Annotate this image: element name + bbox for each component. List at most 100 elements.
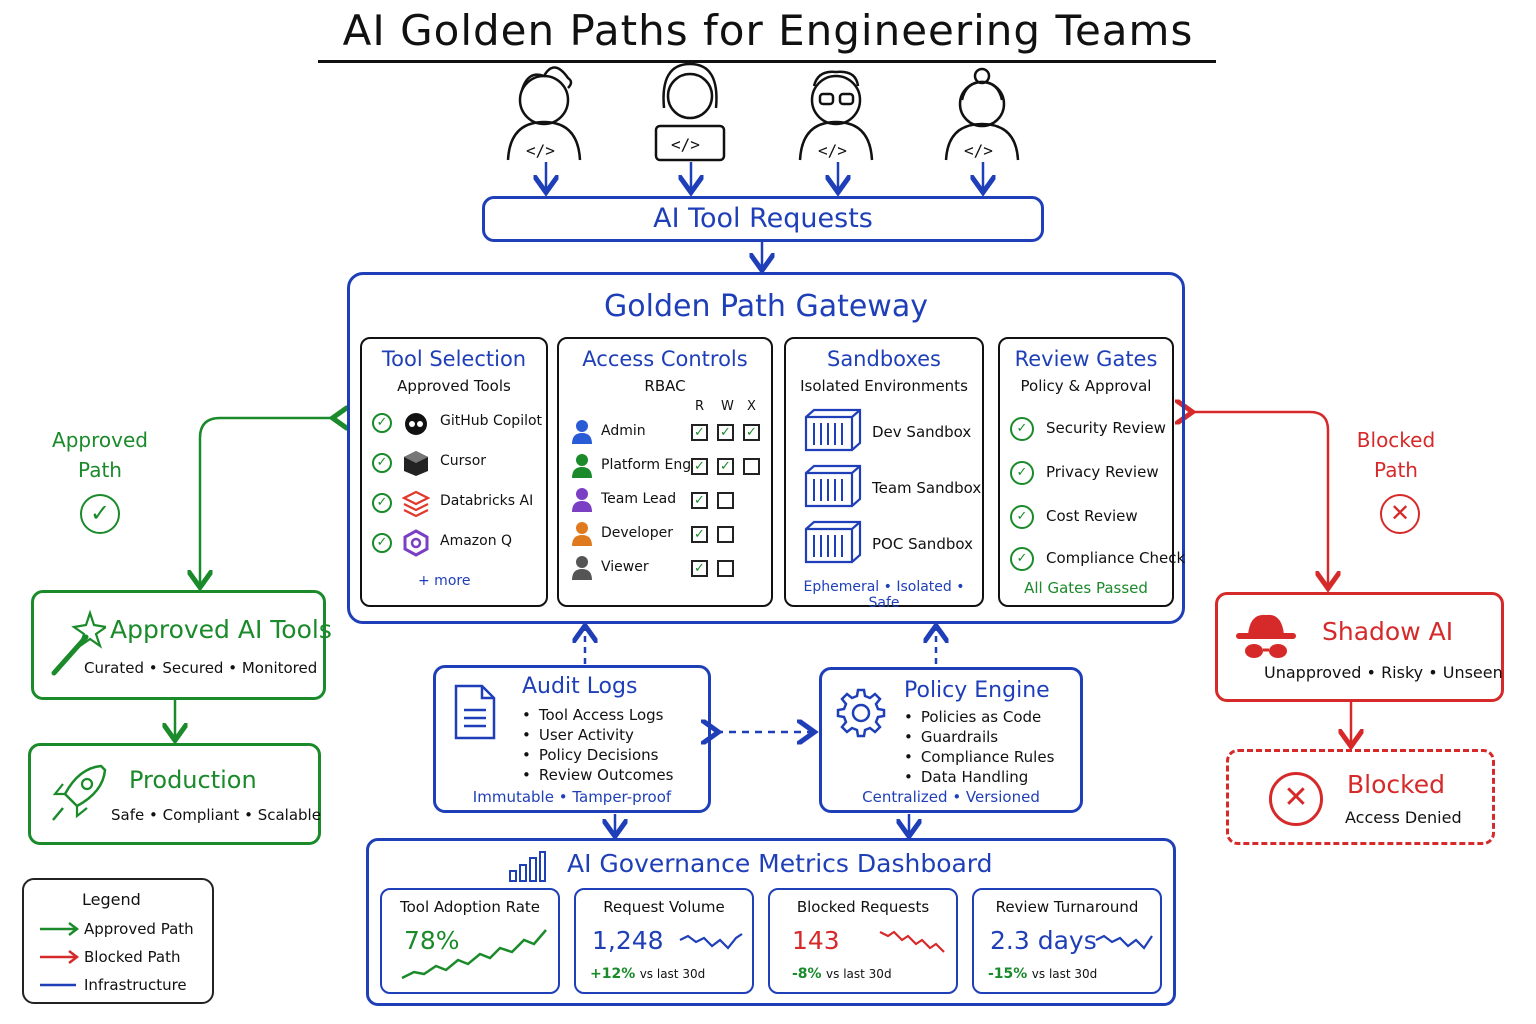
dashboard-title: AI Governance Metrics Dashboard xyxy=(567,849,993,878)
permission-checkbox[interactable]: ✓ xyxy=(743,424,760,441)
container-icon xyxy=(804,520,862,564)
person-icon xyxy=(572,556,592,580)
sandboxes-subtitle: Isolated Environments xyxy=(800,377,968,395)
metric-delta-value: +12% xyxy=(590,966,636,982)
review-gate-item[interactable]: Privacy Review xyxy=(1046,463,1159,481)
check-icon: ✓ xyxy=(1010,417,1034,441)
tool-item[interactable]: Amazon Q xyxy=(440,533,513,549)
sandbox-item[interactable]: Team Sandbox xyxy=(872,479,982,497)
permission-checkbox[interactable]: ✓ xyxy=(717,458,734,475)
github-copilot-icon xyxy=(405,413,427,435)
legend-blocked-arrow xyxy=(40,950,80,964)
blocked-path-label-1: Blocked xyxy=(1356,428,1436,452)
sandboxes-footer: Ephemeral • Isolated • Safe xyxy=(803,579,965,611)
review-gates-subtitle: Policy & Approval xyxy=(1020,377,1152,395)
permission-checkbox[interactable]: ✓ xyxy=(691,492,708,509)
metric-card-review-turnaround[interactable]: Review Turnaround 2.3 days -15% vs last … xyxy=(972,888,1162,994)
blocked-path-label-2: Path xyxy=(1374,458,1418,482)
rbac-role-label: Team Lead xyxy=(601,491,677,507)
policy-item: Compliance Rules xyxy=(904,748,1055,768)
title-underline xyxy=(318,60,1216,63)
approved-ai-tools-box[interactable]: Approved AI Tools Curated • Secured • Mo… xyxy=(31,590,332,700)
check-icon: ✓ xyxy=(372,493,392,513)
sandbox-item[interactable]: Dev Sandbox xyxy=(872,423,972,441)
permission-checkbox[interactable] xyxy=(717,560,734,577)
review-gate-item[interactable]: Cost Review xyxy=(1046,507,1138,525)
sandbox-item[interactable]: POC Sandbox xyxy=(872,535,973,553)
metric-card-request-volume[interactable]: Request Volume 1,248 +12% vs last 30d xyxy=(574,888,754,994)
tool-item[interactable]: Databricks AI xyxy=(440,493,534,509)
tool-item[interactable]: Cursor xyxy=(440,453,487,469)
rbac-role-label: Platform Eng xyxy=(601,457,692,473)
legend-box: Legend Approved Path Blocked Path Infras… xyxy=(22,878,214,1004)
rbac-role-label: Admin xyxy=(601,423,646,439)
governance-dashboard: AI Governance Metrics Dashboard xyxy=(366,838,1176,1006)
metric-delta-note: vs last 30d xyxy=(1031,967,1098,981)
permission-checkbox[interactable]: ✓ xyxy=(691,424,708,441)
perm-col-r: R xyxy=(695,399,705,414)
tool-item[interactable]: GitHub Copilot xyxy=(440,413,543,429)
developer-avatar-2: </> xyxy=(654,62,726,162)
legend-item-infrastructure: Infrastructure xyxy=(84,976,187,994)
production-box[interactable]: Production Safe • Compliant • Scalable xyxy=(28,743,321,845)
blocked-title: Blocked xyxy=(1347,770,1445,799)
metric-delta-note: vs last 30d xyxy=(639,967,706,981)
policy-engine-title: Policy Engine xyxy=(904,678,1050,703)
review-gates-panel: Review Gates Policy & Approval ✓ Securit… xyxy=(998,337,1185,607)
amazon-q-icon xyxy=(403,529,429,557)
audit-log-item: Tool Access Logs xyxy=(522,706,673,726)
spy-hat-icon xyxy=(1236,614,1296,658)
permission-checkbox[interactable]: ✓ xyxy=(691,458,708,475)
container-icon xyxy=(804,464,862,508)
policy-item: Data Handling xyxy=(904,768,1054,788)
svg-text:</>: </> xyxy=(671,135,700,154)
blocked-box[interactable]: ✕ Blocked Access Denied xyxy=(1226,749,1495,845)
rbac-role-label: Viewer xyxy=(601,559,649,575)
permission-checkbox[interactable] xyxy=(717,492,734,509)
shadow-ai-title: Shadow AI xyxy=(1322,617,1454,646)
sparkline-adoption xyxy=(401,929,547,980)
audit-logs-title: Audit Logs xyxy=(522,674,638,699)
page-title: AI Golden Paths for Engineering Teams xyxy=(342,6,1194,55)
shadow-ai-box[interactable]: Shadow AI Unapproved • Risky • Unseen xyxy=(1215,592,1504,702)
audit-logs-box[interactable]: Audit Logs Tool Access Logs User Activit… xyxy=(433,665,711,813)
legend-approved-arrow xyxy=(40,922,80,936)
review-gate-item[interactable]: Security Review xyxy=(1046,419,1166,437)
perm-col-w: W xyxy=(721,399,734,414)
metric-card-adoption[interactable]: Tool Adoption Rate 78% xyxy=(380,888,560,994)
check-icon: ✓ xyxy=(1010,505,1034,529)
more-tools-link[interactable]: + more xyxy=(418,573,471,589)
developer-icons: </> </> </> </> xyxy=(506,62,1020,162)
metric-card-blocked-requests[interactable]: Blocked Requests 143 -8% vs last 30d xyxy=(768,888,958,994)
check-icon: ✓ xyxy=(1010,461,1034,485)
permission-checkbox[interactable]: ✓ xyxy=(691,560,708,577)
metric-delta-value: -8% xyxy=(792,966,822,982)
svg-text:</>: </> xyxy=(818,141,847,160)
permission-checkbox[interactable]: ✓ xyxy=(717,424,734,441)
legend-item-approved: Approved Path xyxy=(84,920,194,938)
permission-checkbox[interactable] xyxy=(717,526,734,543)
svg-text:</>: </> xyxy=(526,141,555,160)
metric-delta: +12% vs last 30d xyxy=(590,966,705,982)
metric-title: Tool Adoption Rate xyxy=(399,898,541,916)
review-gate-item[interactable]: Compliance Check xyxy=(1046,549,1186,567)
permission-checkbox[interactable] xyxy=(743,458,760,475)
container-icon xyxy=(804,408,862,452)
perm-col-x: X xyxy=(747,399,756,414)
policy-engine-box[interactable]: Policy Engine Policies as Code Guardrail… xyxy=(819,667,1083,813)
metric-value: 143 xyxy=(792,926,840,955)
access-controls-subtitle: RBAC xyxy=(644,377,686,395)
document-icon xyxy=(454,684,496,740)
approved-path-label-2: Path xyxy=(78,458,122,482)
blocked-x-circle-icon: ✕ xyxy=(1269,772,1323,826)
check-icon: ✓ xyxy=(372,453,392,473)
audit-log-item: Policy Decisions xyxy=(522,746,673,766)
metric-delta: -8% vs last 30d xyxy=(792,966,892,982)
tool-selection-panel: Tool Selection Approved Tools ✓ GitHub C… xyxy=(360,337,548,607)
person-icon xyxy=(572,488,592,512)
access-controls-panel: Access Controls RBAC R W X Admin✓✓✓Platf… xyxy=(557,337,773,607)
permission-checkbox[interactable]: ✓ xyxy=(691,526,708,543)
access-controls-title: Access Controls xyxy=(582,347,748,371)
metric-title: Request Volume xyxy=(603,898,725,916)
audit-log-item: User Activity xyxy=(522,726,673,746)
